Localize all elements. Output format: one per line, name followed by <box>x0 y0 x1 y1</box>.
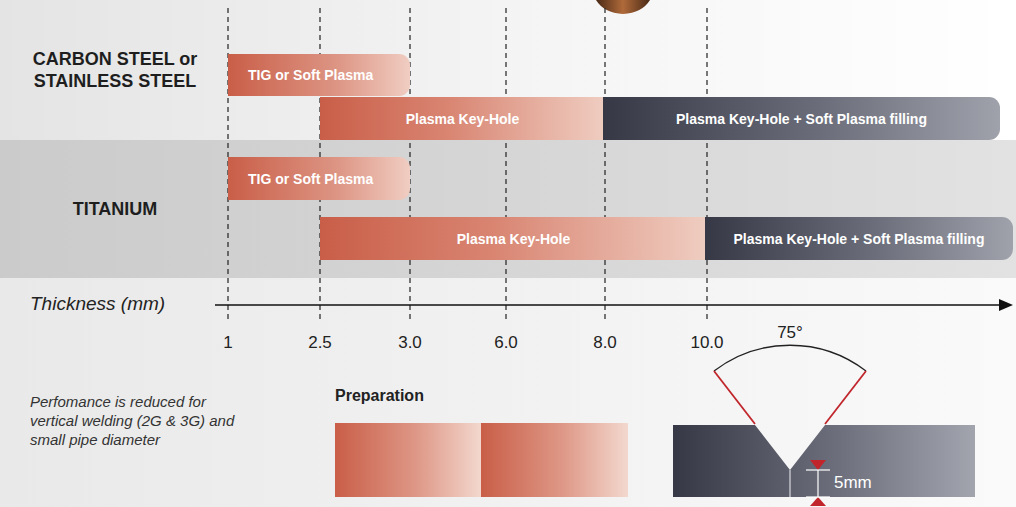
material-name: CARBON STEEL or STAINLESS STEEL <box>29 48 201 92</box>
process-bar: Plasma Key-Hole <box>320 97 605 140</box>
angle-leg <box>825 371 866 424</box>
process-bar: Plasma Key-Hole <box>320 217 707 260</box>
axis-title: Thickness (mm) <box>30 293 165 315</box>
label-holder: 5mm <box>834 473 872 493</box>
section-heading: Preparation <box>335 387 424 405</box>
label-holder: 8.0 <box>593 333 617 353</box>
process-bar: TIG or Soft Plasma <box>228 157 410 200</box>
material-band: CARBON STEEL or STAINLESS STEEL TIG or So… <box>0 0 1016 140</box>
label-holder: 6.0 <box>494 333 518 353</box>
tick-label: 10.0 <box>690 333 723 353</box>
label-holder: Thickness (mm) <box>30 293 165 315</box>
tick-label: 8.0 <box>593 333 617 353</box>
root-joint <box>789 470 790 497</box>
root-dimension <box>806 460 830 506</box>
label-holder: 75° <box>777 323 803 343</box>
label-holder: 3.0 <box>398 333 422 353</box>
label-holder: 2.5 <box>308 333 332 353</box>
tick-label: 1 <box>223 333 232 353</box>
label-holder: 1 <box>223 333 232 353</box>
torch-tip <box>596 0 650 14</box>
tick-label: 3.0 <box>398 333 422 353</box>
tick-label: 2.5 <box>308 333 332 353</box>
axis-line <box>215 304 1002 306</box>
material-band: TITANIUM TIG or Soft PlasmaPlasma Key-Hol… <box>0 140 1016 278</box>
v-groove-plate <box>673 425 975 497</box>
process-name: TIG or Soft Plasma <box>248 67 373 83</box>
process-bar: TIG or Soft Plasma <box>228 54 410 96</box>
label-holder: Perfomance is reduced for vertical weldi… <box>30 392 245 449</box>
process-bar: Plasma Key-Hole + Soft Plasma filling <box>705 217 1013 260</box>
dimension-label: 5mm <box>834 473 872 493</box>
label-holder: Preparation <box>335 387 424 405</box>
process-name: Plasma Key-Hole <box>406 111 520 127</box>
note-text: Perfomance is reduced for vertical weldi… <box>30 392 245 449</box>
angle-arc <box>714 345 866 371</box>
thickness-gridlines <box>228 8 707 322</box>
label-holder: 10.0 <box>690 333 723 353</box>
angle-leg <box>714 371 755 424</box>
axis-arrowhead <box>999 299 1013 311</box>
process-name: Plasma Key-Hole + Soft Plasma filling <box>734 231 985 247</box>
process-name: TIG or Soft Plasma <box>248 171 373 187</box>
tick-label: 6.0 <box>494 333 518 353</box>
preparation-swatch <box>335 423 482 497</box>
angle-label: 75° <box>777 323 803 343</box>
preparation-swatch <box>481 423 628 497</box>
process-name: Plasma Key-Hole <box>457 231 571 247</box>
process-bar: Plasma Key-Hole + Soft Plasma filling <box>603 97 1000 140</box>
process-name: Plasma Key-Hole + Soft Plasma filling <box>676 111 927 127</box>
material-name: TITANIUM <box>29 198 201 220</box>
